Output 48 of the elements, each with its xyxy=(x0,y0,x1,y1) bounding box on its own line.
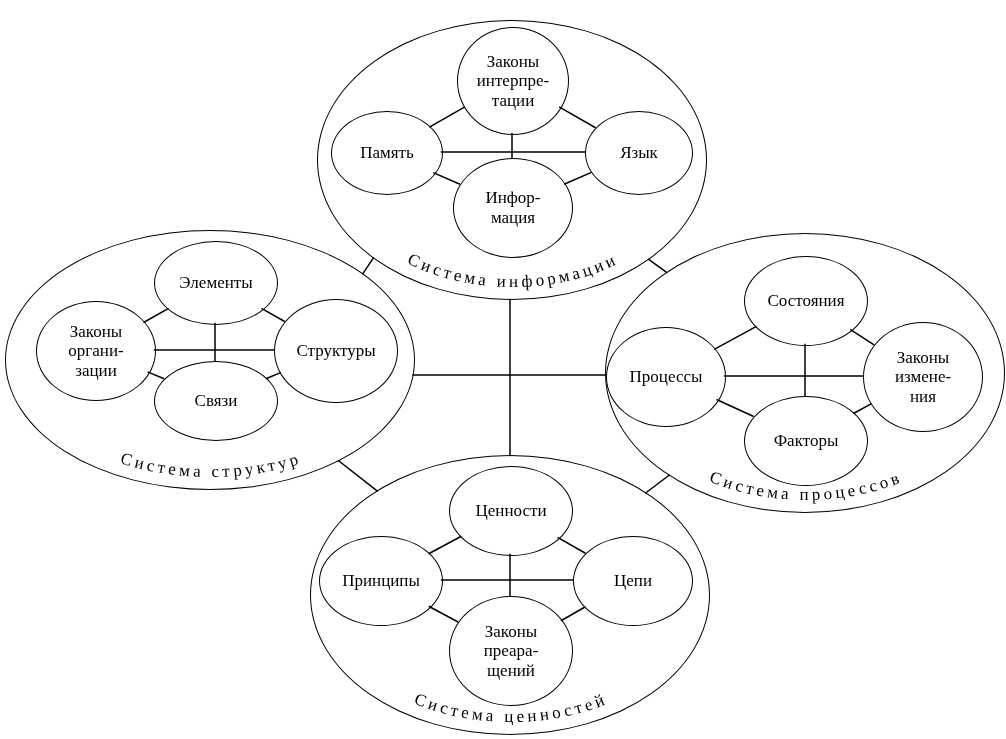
connector-line xyxy=(849,328,875,346)
concept-label: Законы преара- щений xyxy=(482,621,540,681)
connector-line xyxy=(427,535,463,555)
connector-line xyxy=(142,307,170,324)
connector-line xyxy=(804,343,806,397)
connector-line xyxy=(713,325,758,351)
concept-label: Законы интерпре- тации xyxy=(475,51,551,111)
concept-label: Ценности xyxy=(475,501,547,521)
connector-line xyxy=(563,171,593,186)
connector-line xyxy=(647,258,669,274)
connector-line xyxy=(432,171,461,186)
concept-label: Законы органи- зации xyxy=(67,321,125,381)
concept-label: Язык xyxy=(620,143,658,163)
concept-label: Цепи xyxy=(614,571,652,591)
connector-line xyxy=(511,132,513,159)
concept-label: Инфор- мация xyxy=(484,188,542,228)
connector-line xyxy=(440,579,574,581)
system-label: Система структур xyxy=(118,448,304,482)
connector-line xyxy=(214,322,216,362)
connector-line xyxy=(428,106,466,128)
connector-line xyxy=(337,459,379,493)
system-label: Система процессов xyxy=(707,467,905,504)
connector-line xyxy=(715,398,755,418)
connector-line xyxy=(556,536,587,554)
connector-line xyxy=(440,151,586,153)
connector-line xyxy=(560,606,587,622)
concept-label: Принципы xyxy=(342,571,420,591)
connector-line xyxy=(644,474,671,494)
concept-label: Законы измене- ния xyxy=(893,347,953,407)
connector-line xyxy=(852,402,873,415)
connector-line xyxy=(411,374,607,376)
connector-line xyxy=(723,375,864,377)
concept-label: Процессы xyxy=(629,367,703,387)
concept-label: Память xyxy=(360,143,414,163)
connector-line xyxy=(265,371,282,380)
concept-label: Элементы xyxy=(179,273,253,293)
connector-line xyxy=(509,553,511,597)
connector-line xyxy=(146,371,165,380)
connector-line xyxy=(153,349,275,351)
connector-line xyxy=(427,605,459,623)
concept-label: Связи xyxy=(194,391,238,411)
connector-line xyxy=(361,256,375,276)
concept-label: Факторы xyxy=(773,431,839,451)
connector-line xyxy=(509,298,511,457)
concept-label: Состояния xyxy=(767,291,845,311)
concept-label: Структуры xyxy=(296,341,376,361)
connector-line xyxy=(260,307,286,323)
connector-line xyxy=(558,106,597,129)
